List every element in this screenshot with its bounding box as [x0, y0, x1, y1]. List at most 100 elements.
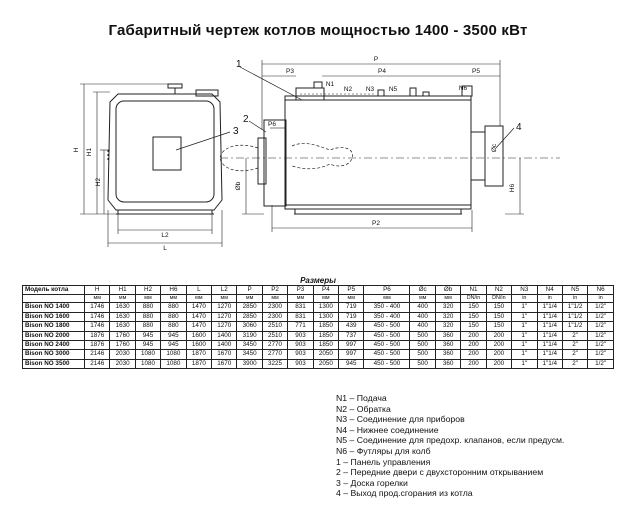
unit-cell: DN/in [485, 294, 513, 304]
table-cell: 1" [511, 321, 538, 332]
model-name-cell: Bison NO 3000 [22, 349, 85, 360]
table-cell: 2146 [83, 349, 111, 360]
table-cell: 2850 [236, 311, 263, 323]
dimension-label: N5 [389, 86, 398, 93]
table-cell: 1400 [211, 340, 238, 351]
column-header: N4 [536, 284, 563, 296]
table-cell: 945 [160, 340, 187, 351]
table-cell: 1" [511, 311, 538, 323]
table-cell: 1746 [83, 311, 111, 323]
table-cell: 1" [511, 358, 538, 370]
dimension-label: N6 [459, 85, 468, 92]
table-cell: 1850 [312, 340, 340, 351]
unit-cell: in [511, 294, 538, 304]
table-cell: 2" [561, 340, 589, 351]
table-cell: 1"1/4 [536, 311, 563, 323]
table-cell: 1470 [185, 302, 213, 313]
dimension-label: P3 [286, 68, 294, 75]
legend-item: 4 – Выход прод.сгорания из котла [336, 488, 473, 499]
table-cell: 2770 [261, 349, 289, 360]
column-header: H [83, 284, 111, 296]
table-cell: 903 [287, 358, 314, 370]
table-cell: 200 [485, 349, 513, 360]
table-cell: 150 [485, 311, 513, 323]
dimension-label: Øc [491, 143, 498, 152]
table-cell: 945 [338, 358, 365, 370]
table-cell: 880 [160, 321, 187, 332]
table-cell: 360 [434, 330, 462, 342]
table-cell: 500 [409, 358, 436, 370]
table-cell: 2510 [261, 321, 289, 332]
callout-number: 1 [236, 59, 242, 70]
table-cell: 3450 [236, 349, 263, 360]
table-cell: 831 [287, 302, 314, 313]
table-cell: 2" [561, 358, 589, 370]
table-cell: 1/2" [587, 349, 614, 360]
table-cell: 400 [409, 321, 436, 332]
table-cell: 1"1/4 [536, 358, 563, 370]
front-dimensions [80, 83, 223, 247]
column-header: H1 [109, 284, 136, 296]
unit-cell: мм [134, 294, 162, 304]
column-header: P4 [312, 284, 340, 296]
unit-cell: мм [363, 294, 411, 304]
column-header: L2 [211, 284, 238, 296]
unit-cell: in [587, 294, 614, 304]
table-cell: 1/2" [587, 321, 614, 332]
dimension-label: N1 [326, 81, 335, 88]
unit-cell: мм [160, 294, 187, 304]
table-cell: 200 [460, 340, 487, 351]
table-cell: 2146 [83, 358, 111, 370]
unit-cell: мм [338, 294, 365, 304]
unit-cell: мм [312, 294, 340, 304]
unit-cell: мм [236, 294, 263, 304]
dimension-label: H1 [86, 147, 93, 156]
model-name-cell: Bison NO 2000 [22, 330, 85, 342]
table-cell: 150 [460, 302, 487, 313]
legend-item: N2 – Обратка [336, 403, 391, 414]
table-cell: 1470 [185, 311, 213, 323]
table-cell: 1" [511, 330, 538, 342]
dimension-label: P6 [268, 121, 276, 128]
table-cell: 1270 [211, 311, 238, 323]
table-cell: 450 - 500 [363, 330, 411, 342]
table-cell: 360 [434, 340, 462, 351]
unit-cell: мм [211, 294, 238, 304]
table-cell: 1760 [109, 340, 136, 351]
model-name-cell: Bison NO 3500 [22, 358, 85, 370]
dimension-label: P [374, 56, 378, 63]
table-cell: 200 [485, 330, 513, 342]
table-cell: 945 [134, 340, 162, 351]
table-cell: 1850 [312, 321, 340, 332]
legend-item: N1 – Подача [336, 393, 387, 403]
unit-cell: in [536, 294, 563, 304]
column-header: N1 [460, 284, 487, 296]
table-cell: 903 [287, 349, 314, 360]
legend-item: N5 – Соединение для предохр. клапанов, е… [336, 435, 565, 446]
unit-cell: мм [185, 294, 213, 304]
table-cell: 1876 [83, 340, 111, 351]
column-header: N5 [561, 284, 589, 296]
legend-item: N6 – Футляры для колб [336, 445, 431, 456]
table-cell: 1"1/4 [536, 349, 563, 360]
table-cell: 1400 [211, 330, 238, 342]
legend-item: 3 – Доска горелки [336, 477, 408, 488]
callout-leaders [175, 66, 515, 151]
table-cell: 1080 [160, 358, 187, 370]
unit-cell: мм [434, 294, 462, 304]
table-cell: 2510 [261, 330, 289, 342]
table-cell: 500 [409, 330, 436, 342]
table-cell: 1/2" [587, 330, 614, 342]
table-cell: 200 [485, 358, 513, 370]
table-cell: 1" [511, 349, 538, 360]
table-cell: 1/2" [587, 358, 614, 370]
table-cell: 1746 [83, 302, 111, 313]
front-view [107, 83, 223, 215]
table-cell: 450 - 500 [363, 349, 411, 360]
dimension-label: N3 [366, 86, 375, 93]
